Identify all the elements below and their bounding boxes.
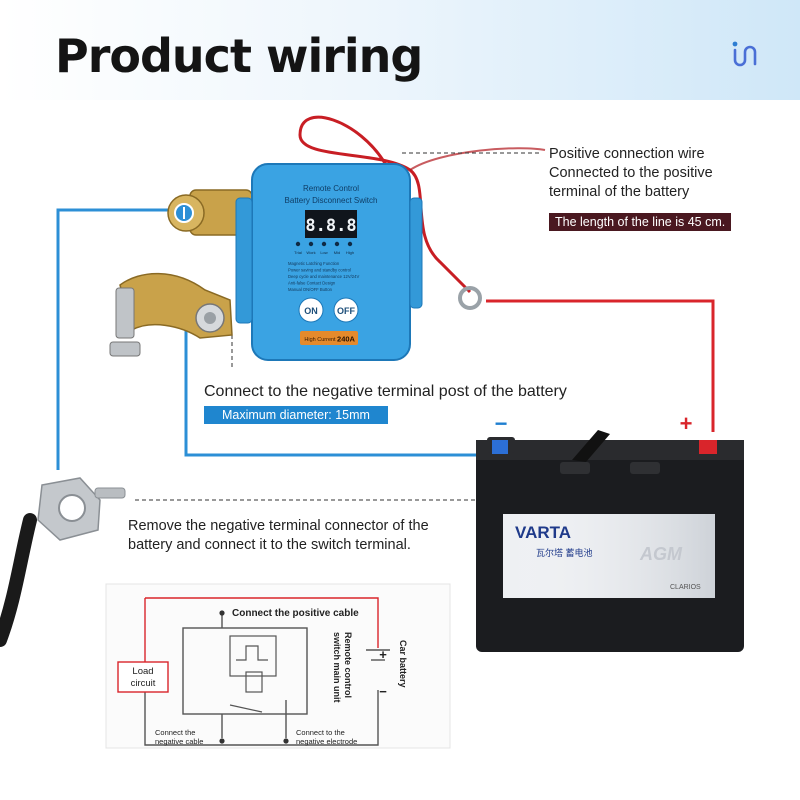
car-battery-label: Car battery <box>398 640 408 688</box>
remove-connector-line-1: Remove the negative terminal connector o… <box>128 518 429 534</box>
remove-connector-line-2: battery and connect it to the switch ter… <box>128 537 411 553</box>
schematic-plus: + <box>379 647 387 662</box>
device-title-1: Remote Control <box>303 184 359 193</box>
wire-length-tag: The length of the line is 45 cm. <box>549 213 732 231</box>
feature-line: Power saving and standby control <box>288 268 351 273</box>
current-value: 240A <box>337 335 356 344</box>
schematic-diagram: Load circuit Connect the positive cable … <box>105 583 451 749</box>
positive-wire-line-1: Positive connection wire <box>549 146 705 162</box>
removed-connector <box>0 477 126 647</box>
indicator-led <box>308 241 314 247</box>
indicator-label: Work <box>306 250 315 255</box>
unit-label-2: switch main unit <box>332 632 342 703</box>
brand-logo-icon <box>732 41 757 67</box>
indicator-row: Trial Work Low Mid High <box>294 241 354 255</box>
indicator-led <box>334 241 340 247</box>
indicator-label: Mid <box>334 250 340 255</box>
feature-line: Anti-false Contact Design <box>288 281 336 286</box>
connect-electrode-label-1: Connect to the <box>296 728 345 737</box>
device-title-2: Battery Disconnect Switch <box>285 196 378 205</box>
indicator-label: Low <box>320 250 327 255</box>
battery-maker: CLARIOS <box>670 584 701 591</box>
positive-wire-line-3: terminal of the battery <box>549 184 690 200</box>
ring-terminal <box>458 286 482 310</box>
blue-wire-left <box>56 208 168 470</box>
feature-line: Manual ON/OFF Button <box>288 287 333 292</box>
indicator-label: Trial <box>294 250 302 255</box>
red-wire-positive <box>486 299 715 432</box>
load-circuit-label-1: Load <box>132 666 153 677</box>
off-button-label: OFF <box>337 306 355 316</box>
indicator-label: High <box>346 250 354 255</box>
device-display: 8.8.8 <box>305 216 356 236</box>
battery-plus-sign: + <box>680 411 693 436</box>
page-title: Product wiring <box>55 29 423 83</box>
battery-minus-sign: − <box>495 411 508 436</box>
current-label: High Current <box>304 337 336 343</box>
blue-wire-negative <box>184 320 495 457</box>
battery-model: AGM <box>639 544 683 564</box>
connect-negative-label-1: Connect the <box>155 728 195 737</box>
on-button-label: ON <box>304 306 318 316</box>
battery-brand: VARTA <box>515 523 571 542</box>
indicator-led <box>321 241 327 247</box>
feature-line: Magnetic Latching Function <box>288 261 340 266</box>
battery-chinese-text: 瓦尔塔 蓄电池 <box>536 547 593 558</box>
battery: VARTA 瓦尔塔 蓄电池 AGM CLARIOS − + <box>476 411 744 652</box>
feature-line: Deep cycle and maintenance 12V/24V <box>288 274 359 279</box>
brass-clamp-terminal <box>109 272 233 357</box>
connect-negative-label-2: negative cable <box>155 737 203 746</box>
battery-handle <box>572 430 610 462</box>
negative-post-callout: Connect to the negative terminal post of… <box>204 383 567 400</box>
indicator-led <box>347 241 353 247</box>
header-band <box>0 0 800 100</box>
switch-device: Remote Control Battery Disconnect Switch… <box>235 163 423 361</box>
schematic-minus: − <box>379 684 387 699</box>
connect-electrode-label-2: negative electrode <box>296 737 357 746</box>
remove-connector-callout: Remove the negative terminal connector o… <box>128 517 429 555</box>
load-circuit-box <box>117 661 169 693</box>
connect-positive-label: Connect the positive cable <box>232 608 359 619</box>
battery-negative-post <box>492 440 508 454</box>
positive-wire-callout: Positive connection wire Connected to th… <box>549 145 713 202</box>
load-circuit-label-2: circuit <box>131 678 156 689</box>
unit-label-1: Remote control <box>343 632 353 698</box>
positive-wire-line-2: Connected to the positive <box>549 165 713 181</box>
max-diameter-tag: Maximum diameter: 15mm <box>204 406 388 424</box>
battery-positive-post <box>699 440 717 454</box>
indicator-led <box>295 241 301 247</box>
